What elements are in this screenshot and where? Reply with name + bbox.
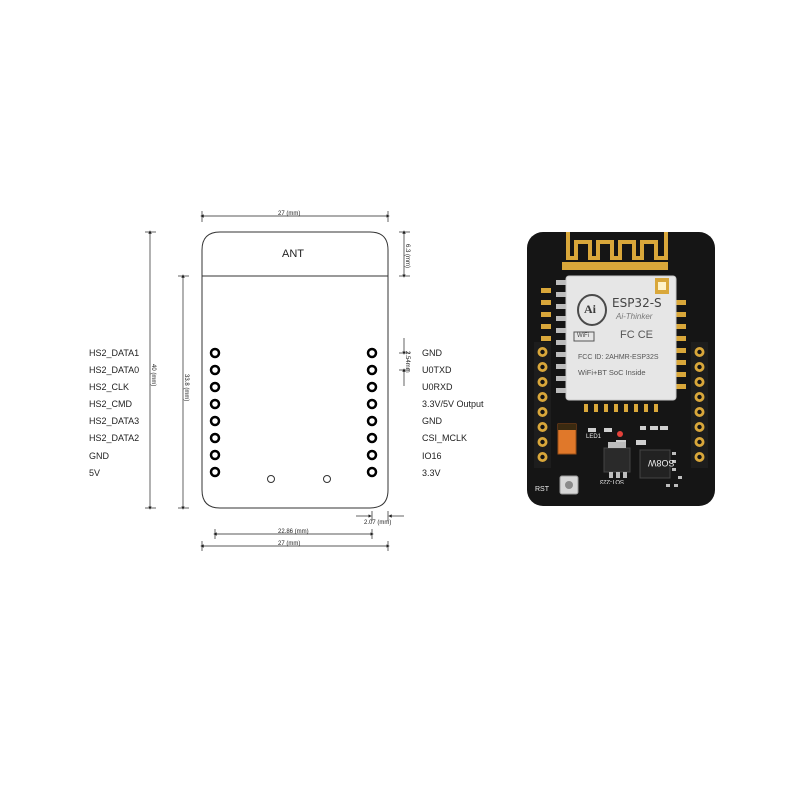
fcc-marks: FC CE	[620, 329, 653, 341]
right-pin-label: IO16	[422, 451, 442, 461]
dim-pin-span: 22.86 (mm)	[278, 529, 309, 535]
right-pin-label: 3.3V/5V Output	[422, 399, 484, 409]
led-label: LED1	[586, 434, 602, 440]
board-logo-text: Ai	[584, 302, 596, 316]
board-photo	[527, 232, 715, 506]
left-pin-label: GND	[89, 451, 109, 461]
right-pin-holes	[366, 347, 378, 478]
dim-height-pins: 33.8 (mm)	[183, 374, 189, 402]
dim-ant-height: 6.3 (mm)	[404, 244, 410, 268]
dim-height-total: 40 (mm)	[150, 364, 156, 387]
left-pin-label: HS2_DATA3	[89, 416, 140, 426]
mounting-hole	[267, 475, 275, 483]
module-maker: Ai-Thinker	[616, 312, 653, 321]
soc-text: WiFi+BT SoC Inside	[578, 368, 646, 377]
right-pin-label: 3.3V	[422, 468, 441, 478]
right-pin-label: CSI_MCLK	[422, 433, 468, 443]
dim-bottom-width: 27 (mm)	[278, 541, 301, 547]
left-pin-label: HS2_CLK	[89, 382, 130, 392]
left-pin-holes	[209, 347, 221, 478]
regulator-chip	[603, 447, 631, 473]
right-pin-label: GND	[422, 348, 442, 358]
dim-pin-pitch: 2.54mm	[404, 351, 410, 373]
left-pin-label: HS2_CMD	[89, 399, 133, 409]
flash-chip-label: SO8W	[648, 458, 675, 468]
dim-top-width: 27 (mm)	[278, 211, 301, 217]
dim-edge-offset: 2.07 (mm)	[364, 520, 392, 526]
aithinker-logo-icon	[577, 294, 607, 326]
module-shield	[565, 275, 677, 401]
antenna-label: ANT	[282, 248, 304, 260]
wifi-badge-text: WiFi	[577, 333, 589, 339]
right-pin-label: U0RXD	[422, 382, 453, 392]
right-pin-label: GND	[422, 416, 442, 426]
module-name: ESP32-S	[612, 296, 662, 310]
pcb-antenna-trace	[566, 232, 668, 260]
regulator-label: SOT-223	[600, 478, 625, 484]
flash-chip	[639, 449, 671, 479]
right-pin-label: U0TXD	[422, 365, 452, 375]
fcc-id: FCC ID: 2AHMR-ESP32S	[578, 354, 659, 361]
dimension-lines	[145, 211, 410, 551]
left-pin-label: 5V	[89, 468, 101, 478]
module-outline	[201, 231, 389, 509]
wifi-badge-icon	[573, 331, 595, 342]
left-pin-label: HS2_DATA2	[89, 433, 140, 443]
left-pin-label: HS2_DATA0	[89, 365, 140, 375]
rst-label: RST	[535, 486, 549, 493]
mounting-hole	[323, 475, 331, 483]
left-pin-label: HS2_DATA1	[89, 348, 140, 358]
